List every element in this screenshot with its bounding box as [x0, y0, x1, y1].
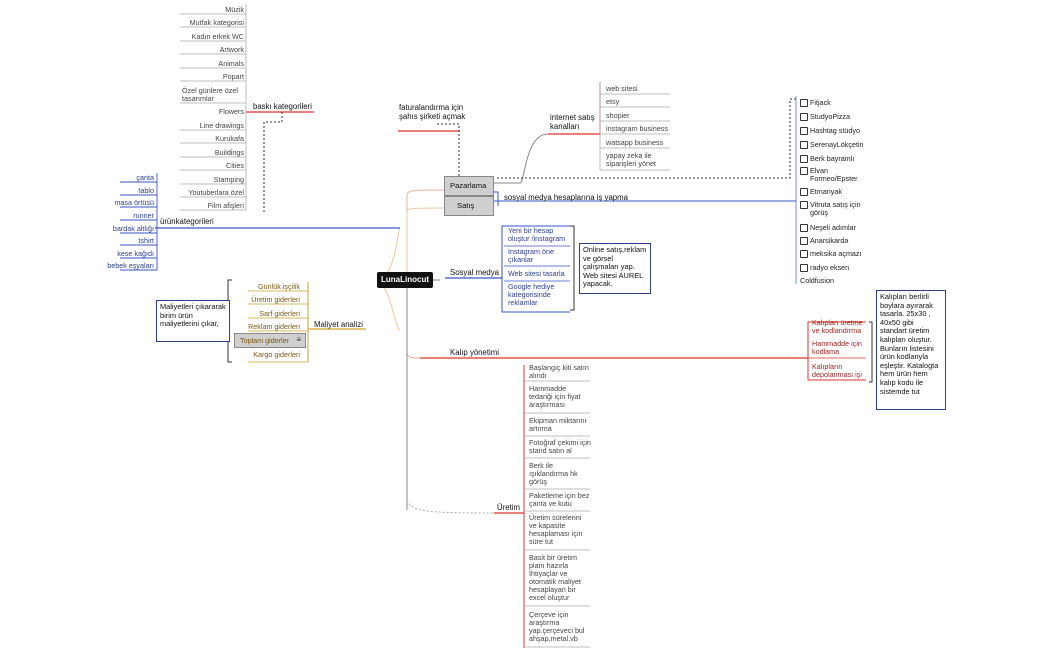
branch-sosyal-medya[interactable]: Sosyal medya — [450, 268, 499, 277]
partner-item[interactable]: Vitruta satış için görüş — [800, 201, 876, 217]
uretim-item[interactable]: Çerçeve için araştırma yap.çerçeveci bul… — [529, 610, 585, 643]
sosyal-note: Online satış,reklam ve görsel çalışmalar… — [579, 243, 651, 294]
urun-item[interactable]: kese kağıdı — [117, 249, 154, 258]
urun-item[interactable]: bardak altlığı — [112, 224, 154, 233]
branch-faturalandirma[interactable]: faturalandırma için şahıs şirketi açmak — [399, 103, 466, 121]
root-node[interactable]: LunaLinocut — [377, 272, 433, 288]
baski-item[interactable]: Line drawings — [199, 121, 244, 130]
baski-item[interactable]: Mutfak kategorisi — [189, 18, 244, 27]
urun-item[interactable]: tablo — [138, 186, 154, 195]
sosyal-item[interactable]: Instagram öne çıkanlar — [508, 247, 554, 264]
pazarlama-label: Pazarlama — [450, 181, 487, 190]
baski-item[interactable]: Kurukafa — [215, 134, 244, 143]
branch-maliyet-analizi[interactable]: Maliyet analizi — [314, 320, 363, 329]
branch-baski-kategorileri[interactable]: baskı kategorileri — [253, 102, 312, 111]
baski-item[interactable]: Artwork — [219, 45, 244, 54]
branch-uretim[interactable]: Üretim — [497, 503, 520, 512]
uretim-item[interactable]: Paketleme için bez çanta ve kutu — [529, 491, 590, 508]
partner-item[interactable]: Fitjack — [800, 99, 831, 107]
satis-node[interactable]: Satış — [444, 196, 494, 216]
maliyet-item[interactable]: Sarf giderleri — [259, 309, 300, 318]
maliyet-note: Maliyetleri çıkararak birim ürün maliyet… — [156, 300, 230, 342]
pazarlama-node[interactable]: Pazarlama — [444, 176, 494, 196]
urun-item[interactable]: çanta — [136, 173, 154, 182]
partner-item[interactable]: radyo eksen — [800, 264, 849, 272]
uretim-item[interactable]: Basit bir üretim planı hazırla İhtiyaçla… — [529, 553, 581, 602]
internet-item[interactable]: watsapp business — [606, 138, 664, 147]
branch-kalip-yonetimi[interactable]: Kalıp yönetimi — [450, 348, 499, 357]
uretim-item[interactable]: Fotoğraf çekimi için stand satın al — [529, 438, 591, 455]
uretim-item[interactable]: Hammadde tedariği için fiyat araştırması — [529, 384, 581, 409]
maliyet-item[interactable]: Günlük işçilik — [258, 282, 300, 291]
baski-item[interactable]: Müzik — [225, 5, 244, 14]
partner-item[interactable]: SerenayLökçetin — [800, 141, 864, 149]
partner-item[interactable]: Anarsikarda — [800, 237, 848, 245]
uretim-item[interactable]: Üretim sürelerini ve kapasite hesaplamas… — [529, 513, 583, 546]
baski-item[interactable]: Popart — [222, 72, 244, 81]
uretim-item[interactable]: Başlangıç kiti satın alındı — [529, 363, 589, 380]
sosyal-item[interactable]: Yeni bir hesap oluştur /instagram — [508, 226, 566, 243]
internet-item[interactable]: web sitesi — [606, 84, 638, 93]
partner-item[interactable]: Neşeli adımlar — [800, 224, 856, 232]
kalip-note: Kalıpları berlirli boylara ayırarak tasa… — [876, 290, 946, 410]
internet-item[interactable]: yapay zeka ile siparişleri yönet — [606, 151, 656, 168]
internet-item[interactable]: instagram business — [606, 124, 668, 133]
satis-label: Satış — [457, 201, 475, 210]
baski-item[interactable]: Stamping — [213, 175, 244, 184]
kalip-item[interactable]: Kalıpları üretme ve kodlandırma — [812, 318, 863, 335]
branch-urun-kategorileri[interactable]: ürünkategorileri — [160, 217, 214, 226]
baski-item[interactable]: Film afişleri — [207, 201, 244, 210]
baski-item[interactable]: Cities — [226, 161, 244, 170]
branch-internet-satis[interactable]: internet satış kanalları — [550, 113, 595, 131]
sosyal-item[interactable]: Web sitesi tasarla — [508, 269, 565, 278]
urun-item[interactable]: masa örtüsü — [114, 198, 154, 207]
maliyet-item[interactable]: Kargo giderleri — [253, 350, 300, 359]
maliyet-item[interactable]: Reklam giderleri — [248, 322, 300, 331]
baski-item[interactable]: Animals — [218, 59, 244, 68]
uretim-item[interactable]: Berk ile ışıklandırma hk görüş — [529, 461, 578, 486]
partner-item[interactable]: Coldfusion — [800, 276, 834, 285]
internet-item[interactable]: shopier — [606, 111, 630, 120]
kalip-item[interactable]: Hammadde için kodlama — [812, 339, 862, 356]
urun-item[interactable]: runner — [133, 211, 154, 220]
toplam-giderler-label: Toplam giderler — [240, 336, 290, 345]
branch-sosyal-medya-hesaplari[interactable]: sosyal medya hesaplarına iş yapma — [504, 193, 628, 202]
baski-item[interactable]: Flowers — [218, 107, 244, 116]
baski-item[interactable]: Youtuberlara özel — [188, 188, 244, 197]
sosyal-item[interactable]: Google hediye kategorisinde reklamlar — [508, 282, 555, 307]
partner-item[interactable]: meksika açmazı — [800, 250, 862, 258]
notes-icon: ≡ — [296, 335, 301, 344]
maliyet-item[interactable]: Üretim giderleri — [251, 295, 300, 304]
baski-item[interactable]: Kadın erkek WC — [191, 32, 244, 41]
kalip-item[interactable]: Kalıpların depolanması işi — [812, 362, 862, 379]
uretim-item[interactable]: Ekipman miktarını artırma — [529, 416, 587, 433]
partner-item[interactable]: Etmanyak — [800, 188, 842, 196]
baski-item[interactable]: Buildings — [214, 148, 244, 157]
urun-item[interactable]: bebek eşyaları — [107, 261, 154, 270]
toplam-giderler-node[interactable]: Toplam giderler ≡ — [234, 333, 306, 348]
baski-item[interactable]: Özel günlere özel tasarımlar — [182, 86, 238, 103]
partner-item[interactable]: StudyoPizza — [800, 113, 850, 121]
internet-item[interactable]: etsy — [606, 97, 620, 106]
partner-item[interactable]: Elvan Formeo/Epster — [800, 167, 872, 183]
partner-item[interactable]: Berk bayramlı — [800, 155, 854, 163]
urun-item[interactable]: tshirt — [138, 236, 154, 245]
partner-item[interactable]: Hashtag stüdyo — [800, 127, 860, 135]
